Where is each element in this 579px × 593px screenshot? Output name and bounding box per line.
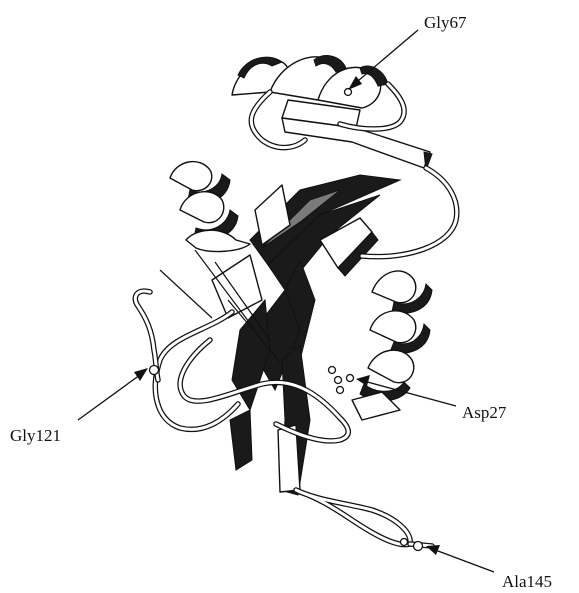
ala145-atom-1 <box>401 539 408 546</box>
gly121-atom <box>150 366 159 375</box>
ala145-atom-2 <box>414 542 423 551</box>
label-gly67: Gly67 <box>424 13 467 32</box>
asp27-atom-2 <box>335 377 342 384</box>
gly67-atom <box>345 89 352 96</box>
asp27-atom-3 <box>347 375 354 382</box>
ala145-arrow <box>430 548 494 572</box>
left-helix <box>170 162 290 252</box>
label-ala145: Ala145 <box>502 572 552 591</box>
label-gly121: Gly121 <box>10 426 61 445</box>
label-asp27: Asp27 <box>462 403 507 422</box>
asp27-atom-4 <box>337 387 344 394</box>
gly121-arrow <box>78 372 144 420</box>
asp27-atom-1 <box>329 367 336 374</box>
